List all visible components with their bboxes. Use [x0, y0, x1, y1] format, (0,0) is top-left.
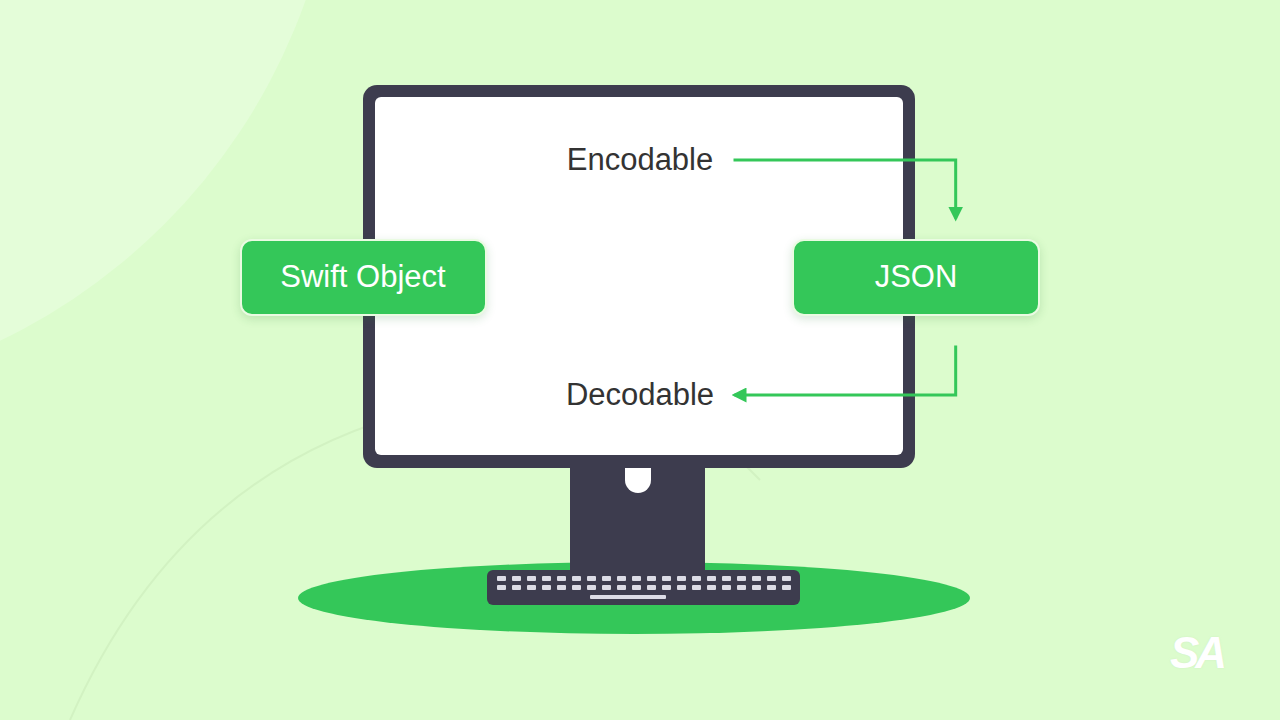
keyboard-key: [602, 576, 611, 581]
keyboard-key: [557, 585, 566, 590]
box-text: Swift Object: [280, 259, 445, 295]
keyboard-key: [512, 576, 521, 581]
keyboard-keys: [497, 576, 791, 599]
box-text: JSON: [875, 259, 958, 295]
keyboard: [487, 570, 800, 605]
keyboard-key: [572, 576, 581, 581]
keyboard-key: [602, 585, 611, 590]
keyboard-key: [662, 576, 671, 581]
keyboard-key: [647, 585, 656, 590]
keyboard-key: [632, 576, 641, 581]
keyboard-key: [782, 576, 791, 581]
keyboard-key: [722, 576, 731, 581]
keyboard-key: [557, 576, 566, 581]
keyboard-key: [692, 576, 701, 581]
keyboard-key: [572, 585, 581, 590]
protocol-label: Encodable: [567, 142, 714, 178]
keyboard-key: [617, 585, 626, 590]
keyboard-key: [647, 576, 656, 581]
keyboard-key: [722, 585, 731, 590]
protocol-name: Encodable: [567, 142, 714, 178]
keyboard-key: [752, 585, 761, 590]
keyboard-key: [677, 576, 686, 581]
keyboard-key: [662, 585, 671, 590]
process-box: Swift Object: [240, 239, 487, 316]
keyboard-key: [527, 585, 536, 590]
keyboard-key: [677, 585, 686, 590]
keyboard-key: [752, 576, 761, 581]
protocol-name: Decodable: [566, 377, 714, 413]
keyboard-key: [497, 576, 506, 581]
protocol-label: Decodable: [566, 377, 715, 413]
keyboard-key: [617, 576, 626, 581]
keyboard-key: [767, 585, 776, 590]
keyboard-key: [587, 576, 596, 581]
keyboard-key: [497, 585, 506, 590]
keyboard-key: [782, 585, 791, 590]
keyboard-key: [587, 585, 596, 590]
keyboard-key: [737, 585, 746, 590]
flow-arrow: [735, 346, 956, 396]
watermark-logo: SA: [1170, 628, 1223, 678]
process-box: JSON: [792, 239, 1040, 316]
floor-ellipse: [298, 562, 970, 634]
keyboard-spacebar: [590, 595, 666, 599]
keyboard-key: [692, 585, 701, 590]
keyboard-key: [527, 576, 536, 581]
keyboard-key: [512, 585, 521, 590]
keyboard-key: [707, 576, 716, 581]
background-glow: [0, 0, 340, 400]
stand-notch: [625, 468, 651, 493]
keyboard-key: [707, 585, 716, 590]
keyboard-key: [542, 576, 551, 581]
keyboard-key: [632, 585, 641, 590]
keyboard-key: [737, 576, 746, 581]
flow-arrow: [734, 160, 956, 219]
keyboard-key: [767, 576, 776, 581]
keyboard-key: [542, 585, 551, 590]
